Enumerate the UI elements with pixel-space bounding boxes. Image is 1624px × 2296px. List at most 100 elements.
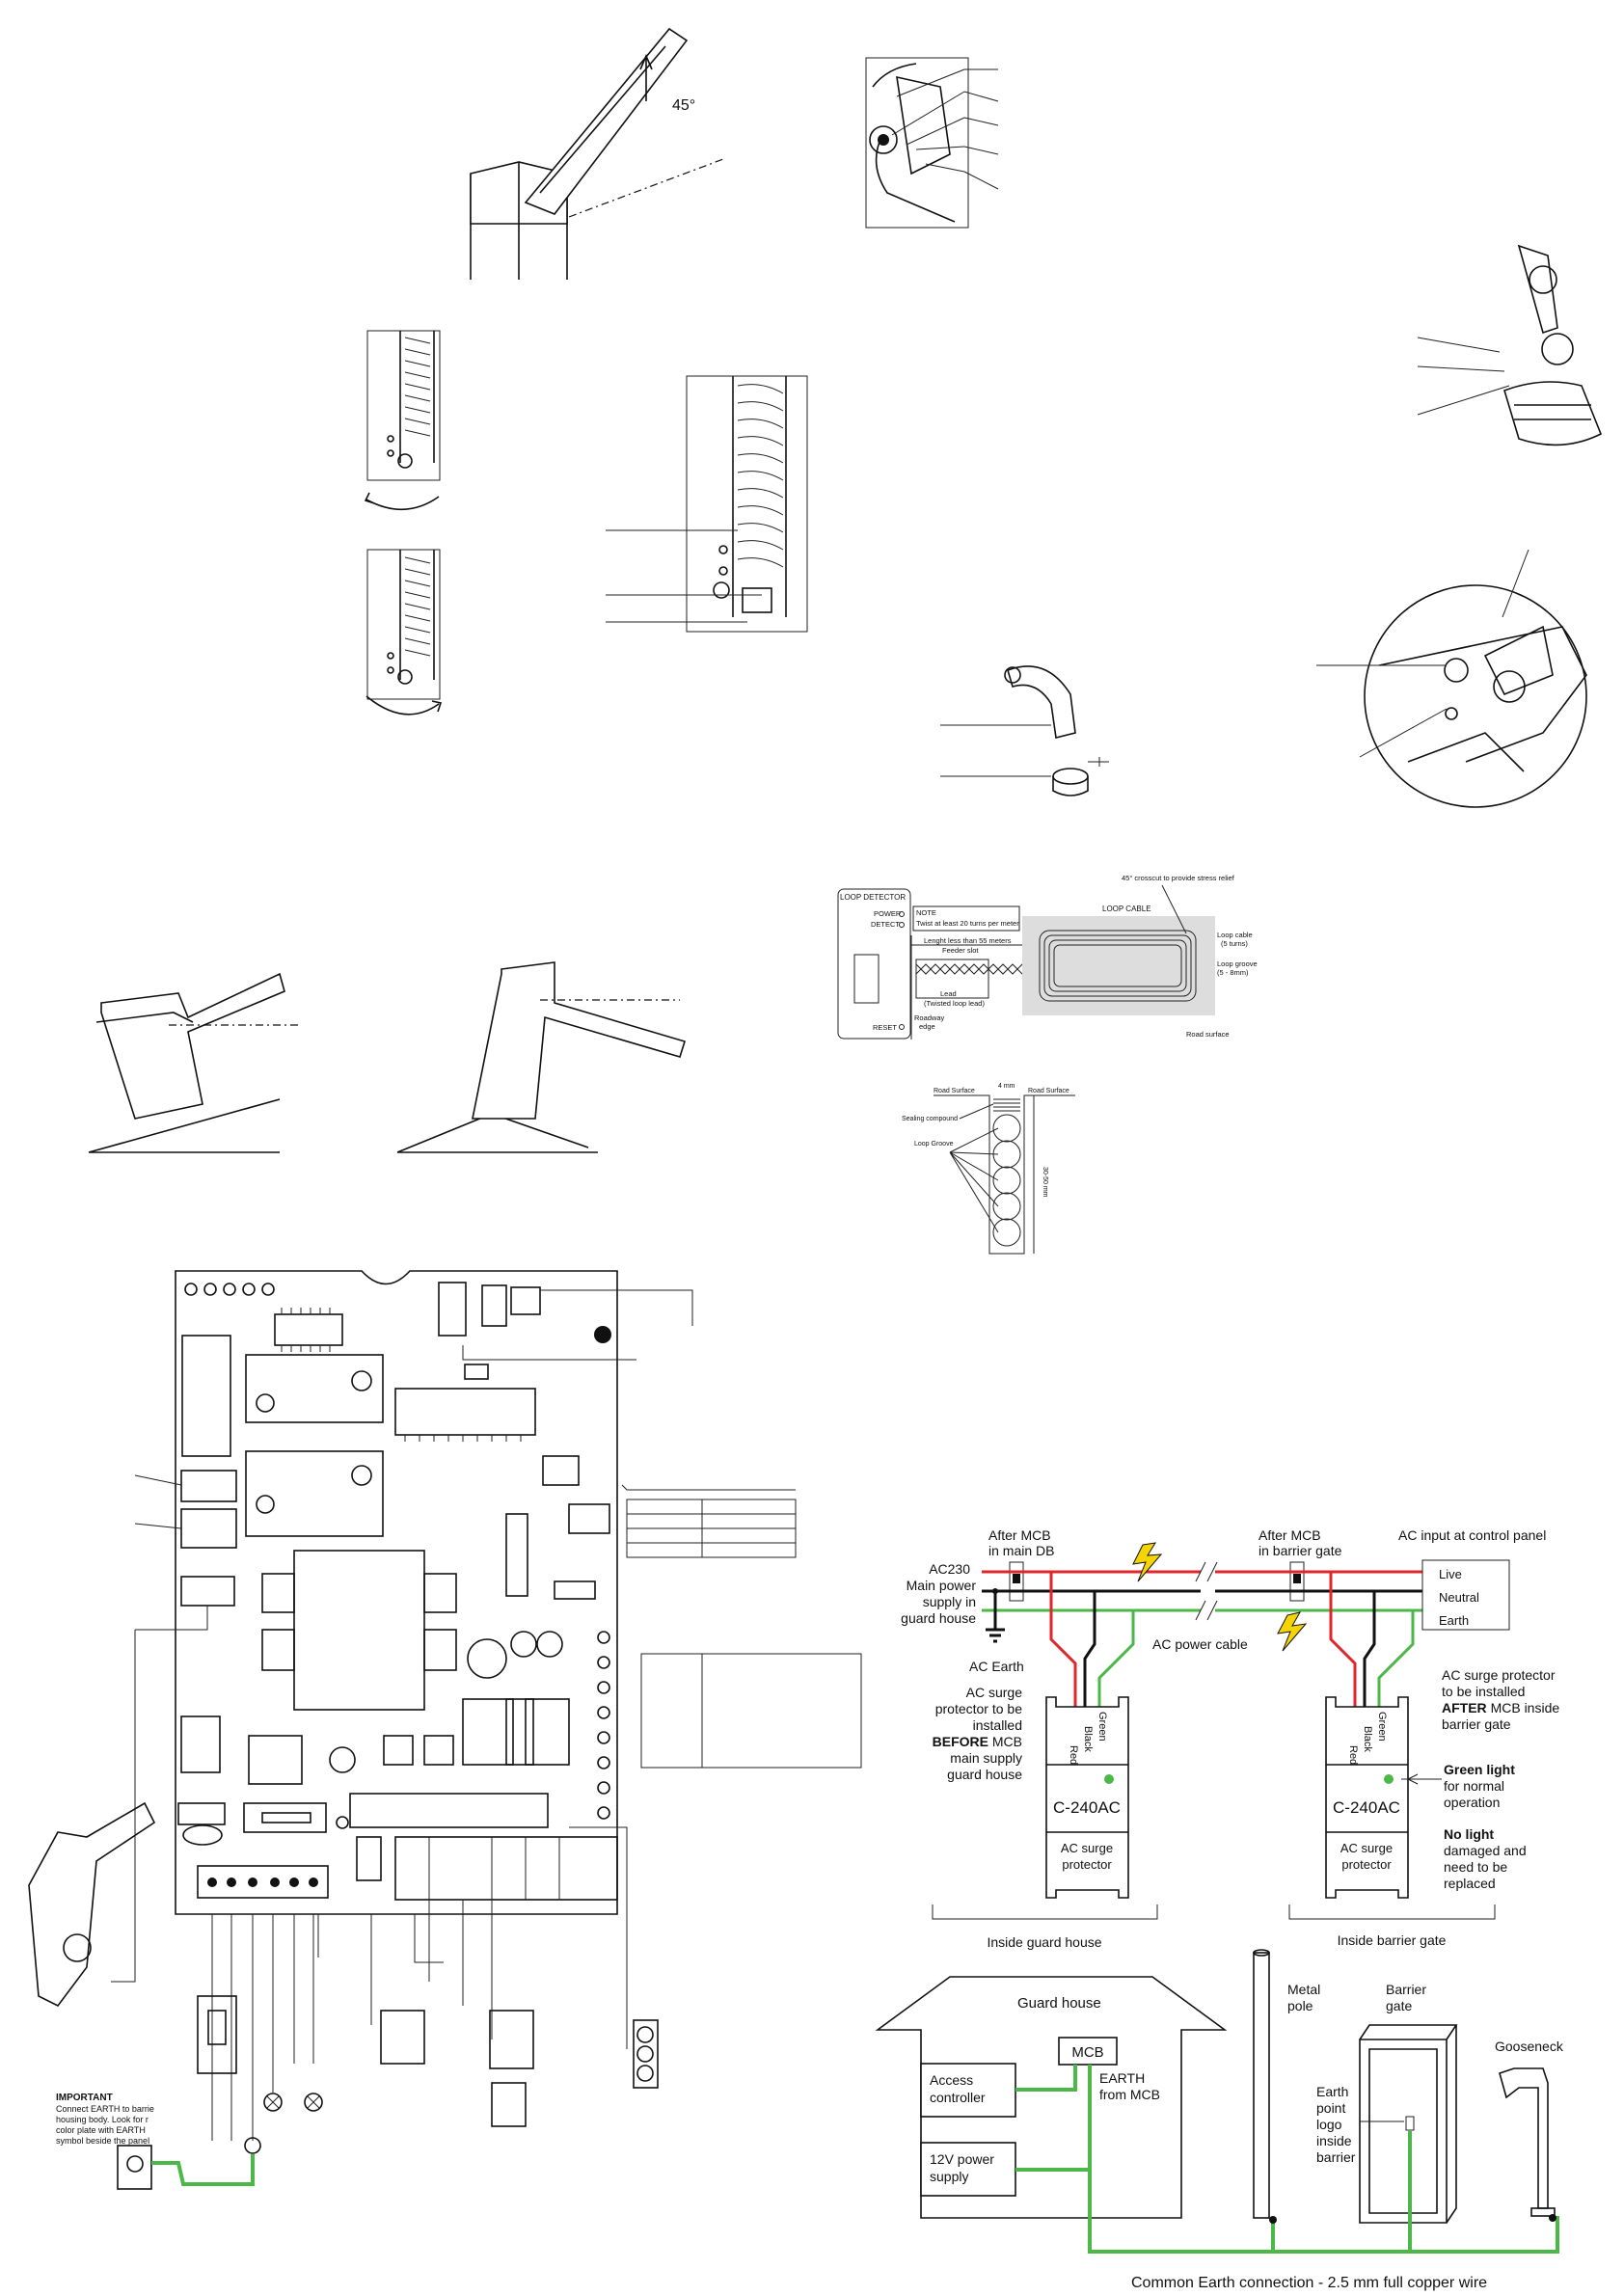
after-mcb-main-l1: After MCB [988,1527,1051,1543]
supply-l4: guard house [901,1610,976,1626]
gooseneck-label: Gooseneck [1495,2039,1564,2054]
ep-l2: point [1316,2100,1345,2116]
before-l6: guard house [947,1767,1022,1782]
before-l1: AC surge [966,1685,1023,1700]
ep-l5: barrier [1316,2149,1356,2165]
important-line1: Connect EARTH to barrie [56,2104,154,2114]
ep-l3: logo [1316,2117,1342,2132]
groove-depth: 30-50 mm [1042,1167,1048,1198]
ac-input-label: AC input at control panel [1398,1527,1546,1543]
after-l1: AC surge protector [1442,1667,1556,1683]
loop-groove-line1: Loop groove [1217,959,1258,968]
before-l3: installed [973,1717,1022,1733]
access-l1: Access [930,2072,973,2088]
earth-label: Earth [1439,1613,1469,1628]
loop-groove-line2: (5 - 8mm) [1217,968,1249,977]
supply-l2: Main power [907,1578,977,1593]
after-l3-wrap: AFTER MCB inside [1442,1700,1559,1715]
earth-from-l2: from MCB [1099,2087,1160,2102]
inside-guard-label: Inside guard house [987,1934,1101,1950]
ep-l4: inside [1316,2133,1352,2148]
before-l4: BEFORE [933,1734,988,1749]
barrier-l1: Barrier [1386,1982,1426,1997]
motor-detail-figure [865,57,999,229]
reset-label: RESET [873,1023,897,1032]
loop-cable-line1: Loop cable [1217,931,1253,939]
loop-cable-line2: (5 turns) [1221,939,1248,948]
nolight-l3: need to be [1444,1859,1507,1875]
slope-figure-right [396,961,687,1153]
guard-device-l2: protector [1062,1857,1112,1872]
guard-house-label: Guard house [1017,1995,1101,2012]
roadway-line2: edge [919,1022,935,1031]
nolight-l2: damaged and [1444,1843,1527,1858]
nolight-l1: No light [1444,1826,1494,1842]
control-board: IMPORTANT Connect EARTH to barrie housin… [28,1270,862,2190]
important-title: IMPORTANT [56,2093,113,2103]
important-line2: housing body. Look for r [56,2115,149,2124]
green-l2: for normal [1444,1778,1504,1794]
ep-l1: Earth [1316,2084,1348,2099]
common-earth-label: Common Earth connection - 2.5 mm full co… [1131,2275,1487,2291]
before-l4-wrap: BEFORE MCB [933,1734,1022,1749]
road-surface-label: Road surface [1186,1030,1230,1039]
important-line4: symbol beside the panel [56,2136,149,2146]
roadway-line1: Roadway [914,1013,945,1022]
supply-l3: supply in [923,1594,976,1609]
guard-wire-red: Red [1068,1745,1079,1765]
inside-barrier-label: Inside barrier gate [1338,1932,1447,1948]
surge-device-guard: Red Black Green C-240AC AC surge protect… [1045,1696,1129,1899]
slope-figure-left [88,972,299,1153]
after-mcb-main-l2: in main DB [988,1543,1054,1558]
surge-device-barrier: Red Black Green C-240AC AC surge protect… [1325,1696,1409,1899]
spring-column-small-2 [365,549,443,716]
loop-diagram: LOOP DETECTOR POWER DETECT RESET NOTE Tw… [837,874,1258,1040]
metal-l2: pole [1287,1998,1313,2013]
loop-detector-title: LOOP DETECTOR [840,893,906,902]
crosscut-label: 45° crosscut to provide stress relief [1122,874,1235,882]
lead-line1: Lead [940,989,957,998]
guard-model: C-240AC [1053,1798,1121,1817]
ac-earth-label: AC Earth [969,1659,1024,1674]
mcb-label: MCB [1071,2044,1103,2061]
after-l2: to be installed [1442,1684,1525,1699]
barrier-device-l2: protector [1341,1857,1392,1872]
green-l1: Green light [1444,1762,1515,1777]
before-l2: protector to be [935,1701,1022,1716]
after-mcb-gate-l2: in barrier gate [1259,1543,1342,1558]
road-surface-right: Road Surface [1028,1088,1069,1094]
before-l5: main supply [950,1750,1022,1766]
metal-l1: Metal [1287,1982,1320,1997]
barrier-l2: gate [1386,1998,1412,2013]
after-mcb-gate-l1: After MCB [1259,1527,1321,1543]
barrier-wire-red: Red [1347,1745,1359,1765]
feeder-slot-label: Feeder slot [942,946,979,955]
loop-cable-title: LOOP CABLE [1102,905,1151,913]
detect-led-label: DETECT [871,920,900,929]
guard-device-l1: AC surge [1061,1841,1113,1855]
spring-column-large [606,375,808,633]
green-l3: operation [1444,1795,1500,1810]
note-title: NOTE [916,908,936,917]
boom-angle-figure: 45° [470,27,724,280]
barrier-device-l1: AC surge [1340,1841,1393,1855]
before-l4b: MCB [992,1734,1022,1749]
road-surface-left: Road Surface [934,1088,975,1094]
barrier-model: C-240AC [1333,1798,1400,1817]
after-l3: AFTER [1442,1700,1487,1715]
round-detail-figure [1316,549,1587,808]
psu-l1: 12V power [930,2151,994,2167]
after-l4: barrier gate [1442,1716,1511,1732]
live-label: Live [1439,1567,1462,1581]
nolight-l4: replaced [1444,1876,1496,1891]
sealing-label: Sealing compound [902,1116,958,1122]
spring-arm-figure [1417,244,1603,446]
power-led-label: POWER [874,909,902,918]
earthing-diagram: Guard house MCB EARTH from MCB Access co… [875,1949,1564,2291]
lead-line2: (Twisted loop lead) [924,999,985,1008]
spring-column-small-1 [364,330,441,511]
neutral-label: Neutral [1439,1590,1479,1605]
loop-grooves-label: Loop Groove [914,1141,954,1148]
surge-diagram: After MCB in main DB After MCB in barrie… [901,1527,1559,1950]
ac-power-cable-label: AC power cable [1152,1636,1248,1652]
